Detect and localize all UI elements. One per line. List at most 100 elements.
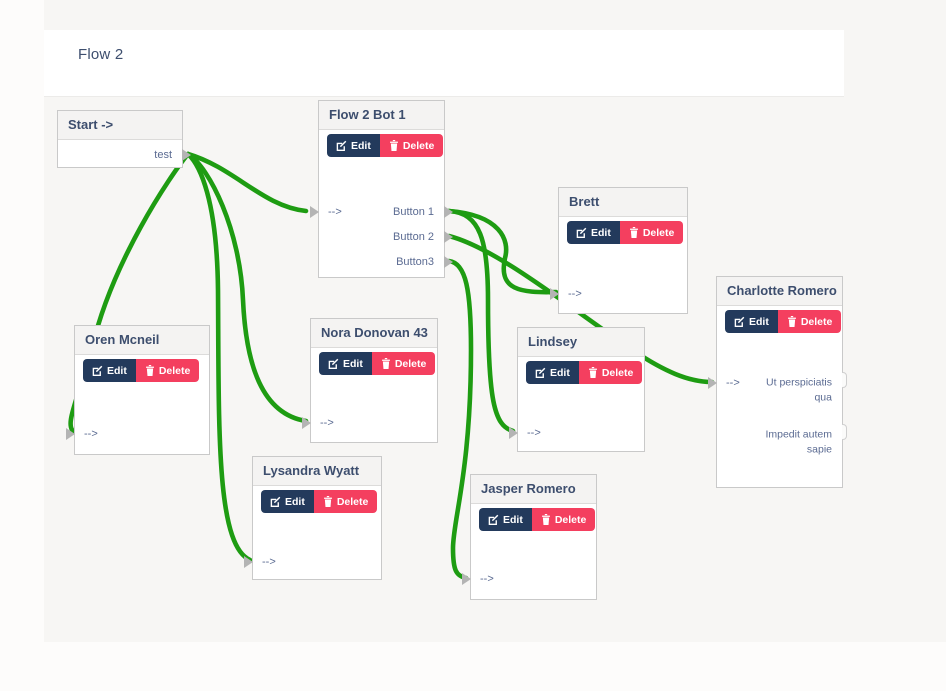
edit-pencil-icon <box>336 140 347 151</box>
output-port-label: Impedit autem sapie <box>765 428 832 455</box>
edit-button-label: Edit <box>749 315 769 328</box>
edit-button-label: Edit <box>285 495 305 508</box>
input-port[interactable] <box>66 428 75 440</box>
input-port-label: --> <box>726 377 740 389</box>
node-title: Jasper Romero <box>471 475 596 504</box>
trash-icon <box>145 365 154 376</box>
input-port[interactable] <box>302 417 311 429</box>
flow-node-start[interactable]: Start -> test <box>57 110 191 168</box>
output-port[interactable] <box>842 372 847 388</box>
trash-icon <box>323 496 332 507</box>
edit-button[interactable]: Edit <box>319 352 372 375</box>
trash-icon <box>541 514 550 525</box>
edit-button-label: Edit <box>351 139 371 152</box>
delete-button-label: Delete <box>554 513 587 526</box>
delete-button[interactable]: Delete <box>313 490 378 513</box>
edit-button-label: Edit <box>107 364 127 377</box>
edit-pencil-icon <box>270 496 281 507</box>
output-port[interactable] <box>444 206 453 218</box>
page-title: Flow 2 <box>78 46 124 63</box>
delete-button-label: Delete <box>336 495 369 508</box>
node-actions: Edit Delete <box>83 359 200 382</box>
edit-pencil-icon <box>92 365 103 376</box>
output-port[interactable] <box>444 231 453 243</box>
edit-pencil-icon <box>488 514 499 525</box>
delete-button[interactable]: Delete <box>371 352 436 375</box>
node-actions: Edit Delete <box>261 490 378 513</box>
input-port-label: --> <box>480 573 494 585</box>
delete-button-label: Delete <box>394 357 427 370</box>
flow-header-card: Flow 2 <box>44 30 844 97</box>
output-port-label: Button3 <box>396 256 434 268</box>
trash-icon <box>389 140 398 151</box>
node-title: Start -> <box>58 111 182 140</box>
input-port[interactable] <box>509 427 518 439</box>
output-port[interactable] <box>182 149 191 161</box>
trash-icon <box>787 316 796 327</box>
flow-node-nora[interactable]: Nora Donovan 43 Edit Delete --> <box>302 318 438 443</box>
edit-button-label: Edit <box>503 513 523 526</box>
node-title: Lysandra Wyatt <box>253 457 381 486</box>
delete-button-label: Delete <box>158 364 191 377</box>
delete-button[interactable]: Delete <box>578 361 643 384</box>
node-actions: Edit Delete <box>567 221 684 244</box>
node-title: Charlotte Romero <box>717 277 842 306</box>
output-port[interactable] <box>842 424 847 440</box>
delete-button[interactable]: Delete <box>379 134 444 157</box>
delete-button-label: Delete <box>601 366 634 379</box>
delete-button[interactable]: Delete <box>777 310 842 333</box>
edit-button[interactable]: Edit <box>83 359 136 382</box>
output-port[interactable] <box>444 256 453 268</box>
node-title: Nora Donovan 43 <box>311 319 437 348</box>
node-actions: Edit Delete <box>327 134 444 157</box>
output-port-label: Button 2 <box>393 231 434 243</box>
input-port-label: --> <box>320 417 334 429</box>
trash-icon <box>381 358 390 369</box>
node-actions: Edit Delete <box>319 352 436 375</box>
input-port-label: --> <box>328 206 342 218</box>
delete-button-label: Delete <box>402 139 435 152</box>
edit-button-label: Edit <box>591 226 611 239</box>
node-actions: Edit Delete <box>479 508 596 531</box>
input-port-label: --> <box>568 288 582 300</box>
edit-pencil-icon <box>328 358 339 369</box>
output-port-label: test <box>154 149 172 161</box>
delete-button[interactable]: Delete <box>135 359 200 382</box>
node-title: Brett <box>559 188 687 217</box>
edit-pencil-icon <box>576 227 587 238</box>
edit-button[interactable]: Edit <box>526 361 579 384</box>
trash-icon <box>629 227 638 238</box>
input-port[interactable] <box>550 288 559 300</box>
edit-button[interactable]: Edit <box>479 508 532 531</box>
edit-button[interactable]: Edit <box>725 310 778 333</box>
node-title: Flow 2 Bot 1 <box>319 101 444 130</box>
edit-button-label: Edit <box>550 366 570 379</box>
edit-pencil-icon <box>535 367 546 378</box>
input-port[interactable] <box>244 556 253 568</box>
node-title: Oren Mcneil <box>75 326 209 355</box>
delete-button-label: Delete <box>642 226 675 239</box>
input-port[interactable] <box>310 206 319 218</box>
delete-button[interactable]: Delete <box>531 508 596 531</box>
edit-button-label: Edit <box>343 357 363 370</box>
flow-node-flow2bot1[interactable]: Flow 2 Bot 1 Edit Delete --> Button 1 Button … <box>310 100 453 278</box>
edit-pencil-icon <box>734 316 745 327</box>
edit-button[interactable]: Edit <box>327 134 380 157</box>
output-port-label: Button 1 <box>393 206 434 218</box>
edit-button[interactable]: Edit <box>261 490 314 513</box>
input-port-label: --> <box>527 427 541 439</box>
node-actions: Edit Delete <box>725 310 842 333</box>
input-port[interactable] <box>462 573 471 585</box>
input-port[interactable] <box>708 377 717 389</box>
edit-button[interactable]: Edit <box>567 221 620 244</box>
delete-button-label: Delete <box>800 315 833 328</box>
node-title: Lindsey <box>518 328 644 357</box>
delete-button[interactable]: Delete <box>619 221 684 244</box>
input-port-label: --> <box>262 556 276 568</box>
